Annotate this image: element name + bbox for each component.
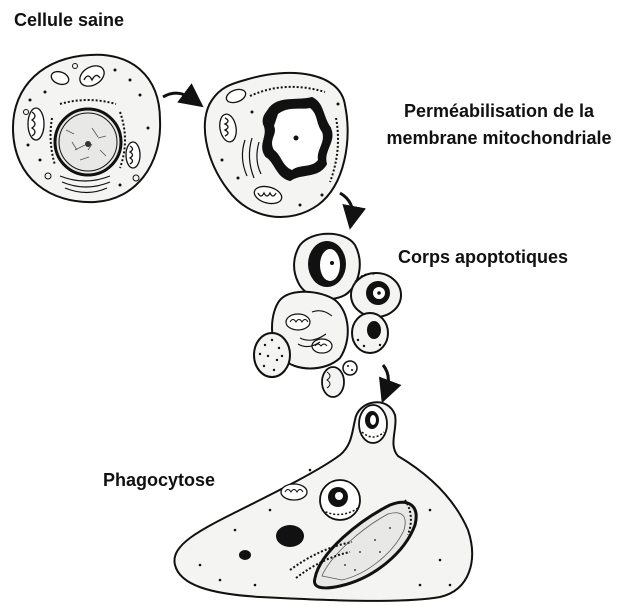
apoptotic-body-4 — [254, 333, 290, 377]
phagocyte-cell — [174, 402, 472, 601]
permeabilised-cell — [205, 73, 348, 217]
phagocyte-granule-2 — [239, 550, 251, 560]
apoptotic-body-7 — [343, 361, 357, 375]
label-apoptotic-bodies: Corps apoptotiques — [398, 247, 568, 268]
label-permeabilisation: Perméabilisation de la membrane mitochon… — [370, 98, 628, 152]
healthy-cell — [13, 55, 160, 202]
apoptotic-bodies — [254, 234, 401, 397]
label-permeabilisation-line1: Perméabilisation de la — [370, 98, 628, 125]
arrow-3 — [383, 365, 388, 392]
phagosome — [320, 480, 360, 520]
engulfed-body-top — [359, 405, 387, 443]
phagocyte-granule-1 — [276, 525, 304, 547]
label-permeabilisation-line2: membrane mitochondriale — [370, 125, 628, 152]
apoptotic-body-5 — [352, 313, 388, 353]
apoptotic-body-6 — [322, 367, 344, 397]
arrow-2 — [340, 193, 353, 218]
apoptotic-body-2 — [351, 273, 401, 317]
arrow-1 — [163, 93, 194, 100]
label-healthy-cell: Cellule saine — [14, 10, 124, 31]
apoptotic-body-1 — [294, 234, 360, 299]
healthy-nucleus — [55, 109, 121, 175]
label-phagocytosis: Phagocytose — [103, 470, 215, 491]
phagocyte-mitochondrion — [281, 484, 307, 500]
